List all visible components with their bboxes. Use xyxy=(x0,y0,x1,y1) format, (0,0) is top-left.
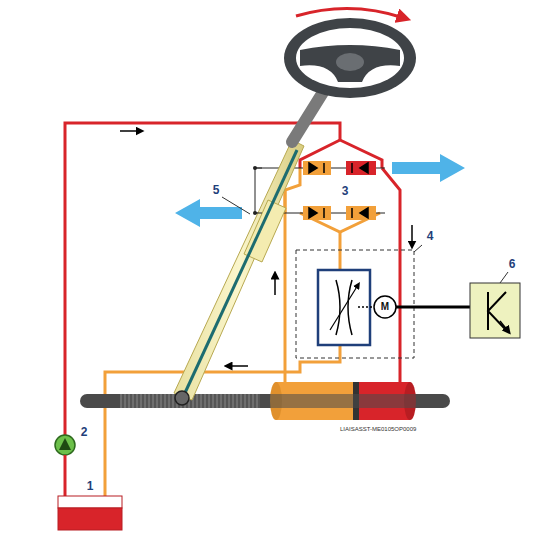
direction-arrow xyxy=(392,154,465,182)
return-line xyxy=(105,345,340,497)
pinion xyxy=(175,391,189,405)
motor-shaft xyxy=(358,306,374,308)
reference-code: LIAISASST-ME0105OP0009 xyxy=(340,426,416,432)
flow-arrow xyxy=(228,365,248,367)
steering-rack xyxy=(80,394,450,408)
motor-letter: M xyxy=(381,302,389,312)
control-wire xyxy=(396,306,470,309)
callout-number: 4 xyxy=(427,230,434,242)
valve-element xyxy=(303,161,376,220)
flow-arrow xyxy=(120,130,140,132)
leader-line xyxy=(222,197,250,214)
linkage-pivot xyxy=(253,166,257,170)
callout-number: 3 xyxy=(342,185,349,197)
callout-number: 5 xyxy=(213,184,220,196)
linkage-pivot xyxy=(253,211,257,215)
pump-symbol xyxy=(55,435,75,455)
flow-arrow xyxy=(411,225,413,245)
pressure-line xyxy=(64,455,67,497)
return-line xyxy=(339,232,342,270)
torsion-bar xyxy=(184,150,297,395)
return-line xyxy=(284,190,287,385)
reservoir xyxy=(58,496,122,508)
reservoir xyxy=(58,508,122,530)
valve-unit-outline xyxy=(296,250,414,358)
steering-rack xyxy=(270,394,420,408)
steering-wheel xyxy=(284,18,416,98)
leader-line xyxy=(500,272,508,283)
pump-symbol xyxy=(59,438,71,450)
rotation-arrow xyxy=(296,8,404,18)
callout-number: 1 xyxy=(87,480,94,492)
callout-number: 6 xyxy=(509,258,516,270)
motor-symbol xyxy=(374,296,396,318)
flow-arrow xyxy=(274,275,276,295)
restrictor-symbol xyxy=(330,285,358,330)
return-line xyxy=(285,168,380,232)
leader-line xyxy=(414,245,422,252)
callout-number: 2 xyxy=(81,426,88,438)
pressure-line xyxy=(382,168,400,385)
control-symbol xyxy=(500,321,508,331)
steering-column xyxy=(174,140,304,400)
valve-linkage xyxy=(255,168,262,213)
control-unit xyxy=(470,283,520,338)
